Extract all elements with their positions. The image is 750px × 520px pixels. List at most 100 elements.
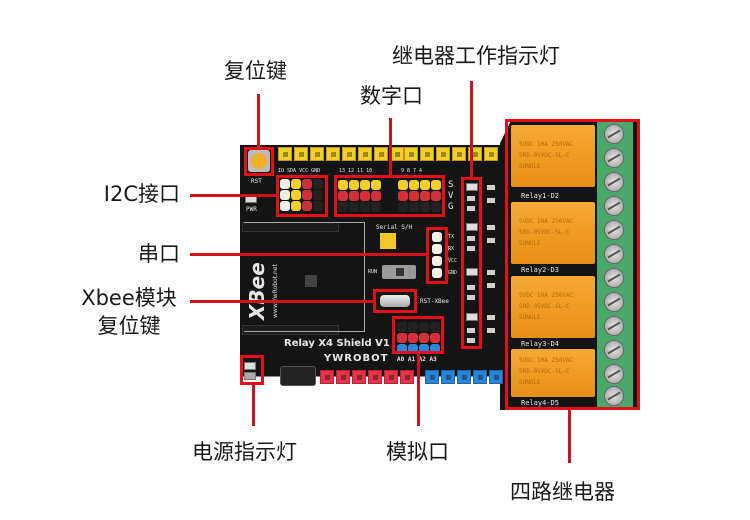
resistor xyxy=(467,295,475,300)
label-xbee-reset-line2: 复位键 xyxy=(97,314,161,338)
highlight-serial-port xyxy=(426,227,448,284)
label-digital-port: 数字口 xyxy=(360,84,423,108)
screw-terminal[interactable] xyxy=(604,364,624,384)
reset-button[interactable] xyxy=(248,150,270,172)
i2c-pin-labels: IO SDA VCC GND xyxy=(278,168,321,174)
highlight-analog-port xyxy=(392,316,444,354)
relay-4-label: Relay4-D5 xyxy=(521,399,559,407)
serial-pin-gnd: GND xyxy=(448,270,458,276)
label-reset-button: 复位键 xyxy=(224,59,287,83)
label-i2c-port: I2C接口 xyxy=(103,182,180,206)
serial-switch-label: Serial S/H xyxy=(376,224,413,231)
relay-2-label: Relay2-D3 xyxy=(521,266,559,274)
power-led xyxy=(244,362,256,370)
highlight-reset-button xyxy=(244,147,274,176)
driver-component xyxy=(487,185,495,190)
relay-led-1 xyxy=(466,183,478,191)
screw-terminal[interactable] xyxy=(604,220,624,240)
digital-header-top-left xyxy=(278,147,404,161)
screw-terminal[interactable] xyxy=(604,148,624,168)
serial-header xyxy=(432,232,444,278)
slide-switch[interactable] xyxy=(382,265,416,279)
highlight-relay-indicators xyxy=(461,177,482,349)
label-xbee-reset-line1: Xbee模块 xyxy=(81,286,177,310)
serial-pin-vcc: VCC xyxy=(448,258,458,264)
analog-pin-labels: A0 A1 A2 A3 xyxy=(397,356,437,363)
analog-header xyxy=(397,322,440,354)
label-analog-port: 模拟口 xyxy=(386,440,449,464)
brand-logo: YWROBOT xyxy=(324,353,389,364)
screw-terminal[interactable] xyxy=(604,172,624,192)
relay-led-4 xyxy=(466,313,478,321)
driver-component xyxy=(487,283,495,288)
screw-terminal[interactable] xyxy=(604,292,624,312)
analog-header-bottom xyxy=(425,370,503,384)
relay-1-label: Relay1-D2 xyxy=(521,192,559,200)
slide-switch-knob xyxy=(396,268,404,276)
driver-component xyxy=(487,238,495,243)
screw-terminal[interactable] xyxy=(604,196,624,216)
serial-jumper[interactable] xyxy=(380,233,396,249)
icsp-header xyxy=(280,366,316,386)
screw-terminal[interactable] xyxy=(604,268,624,288)
label-four-relays: 四路继电器 xyxy=(510,480,615,504)
svg-label-v: V xyxy=(448,191,454,201)
serial-pin-tx: TX xyxy=(448,234,455,240)
leader-xbee-reset xyxy=(190,300,375,303)
leader-serial xyxy=(190,253,428,256)
screw-terminal[interactable] xyxy=(604,316,624,336)
reset-button-cap xyxy=(251,153,267,169)
resistor xyxy=(467,285,475,290)
rst-silk-label: RST xyxy=(251,178,262,185)
leader-digital xyxy=(389,118,392,176)
driver-component xyxy=(487,270,495,275)
relay-led-2 xyxy=(466,223,478,231)
highlight-power-led xyxy=(240,355,264,385)
xbee-socket-header-bottom xyxy=(242,325,339,335)
highlight-i2c-port xyxy=(276,175,328,217)
resistor xyxy=(467,236,475,241)
screw-terminal[interactable] xyxy=(604,244,624,264)
leader-i2c xyxy=(190,194,278,197)
resistor xyxy=(467,246,475,251)
driver-component xyxy=(487,225,495,230)
digital-header-top-right xyxy=(404,147,498,161)
driver-component xyxy=(487,315,495,320)
leader-reset xyxy=(257,94,260,148)
resistor xyxy=(467,196,475,201)
resistor xyxy=(467,206,475,211)
run-label: RUN xyxy=(368,269,378,275)
screw-terminal[interactable] xyxy=(604,124,624,144)
leader-power-led xyxy=(252,384,255,426)
regulator-chip xyxy=(305,275,317,287)
digital-header-right xyxy=(398,180,441,212)
label-power-led: 电源指示灯 xyxy=(192,440,297,464)
screw-terminal[interactable] xyxy=(604,340,624,360)
i2c-header xyxy=(280,179,323,211)
label-relay-indicator: 继电器工作指示灯 xyxy=(392,44,560,68)
power-led-2 xyxy=(244,372,256,380)
resistor xyxy=(467,338,475,343)
svg-label-g: G xyxy=(448,202,454,212)
driver-component xyxy=(487,328,495,333)
xbee-reset-button[interactable] xyxy=(380,295,410,307)
svg-label-s: S xyxy=(448,180,454,190)
board-name: Relay X4 Shield V1 xyxy=(284,338,390,349)
xbee-outline xyxy=(244,222,365,332)
xbee-logo: XBee xyxy=(245,262,269,320)
digital-pin-labels-right: 9 8 7 4 xyxy=(401,168,423,174)
leader-four-relays xyxy=(568,409,571,463)
driver-component xyxy=(487,198,495,203)
highlight-digital-port xyxy=(334,175,445,217)
digital-header-left xyxy=(338,180,381,212)
screw-terminal[interactable] xyxy=(604,386,624,406)
relay-3-label: Relay3-D4 xyxy=(521,340,559,348)
